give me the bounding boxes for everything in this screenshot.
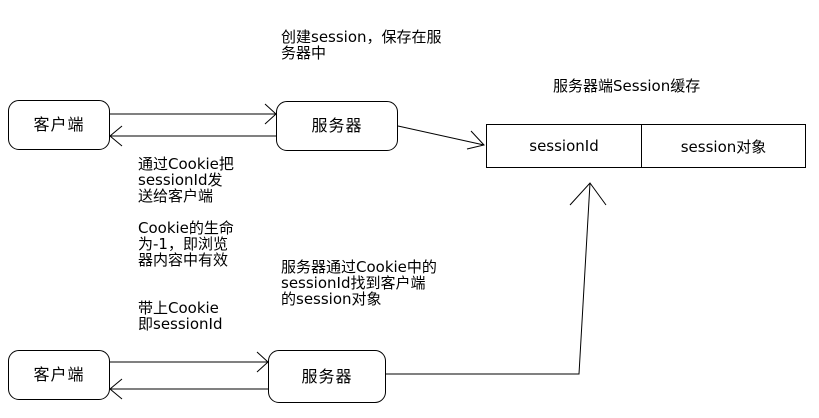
cache-column-session-object: session对象 bbox=[642, 125, 805, 167]
lookup-arrowhead bbox=[569, 182, 607, 206]
top-server-box: 服务器 bbox=[276, 101, 398, 151]
bottom-server-box: 服务器 bbox=[268, 350, 386, 403]
bottom-client-box: 客户端 bbox=[8, 350, 110, 400]
cache-column-session-object-label: session对象 bbox=[680, 137, 767, 156]
cache-title: 服务器端Session缓存 bbox=[553, 77, 701, 95]
bottom-response-arrowhead bbox=[109, 378, 123, 400]
top-server-label: 服务器 bbox=[311, 116, 363, 135]
server-lookup-note: 服务器通过Cookie中的 sessionId找到客户端 的session对象 bbox=[281, 258, 437, 308]
cookie-send-note: 通过Cookie把 sessionId发 送给客户端 bbox=[138, 155, 234, 205]
server-to-cache-arrowhead bbox=[466, 130, 485, 150]
session-cache-table: sessionId session对象 bbox=[486, 124, 806, 168]
bottom-client-label: 客户端 bbox=[33, 365, 85, 384]
top-client-label: 客户端 bbox=[33, 115, 85, 134]
cookie-lifetime-note: Cookie的生命 为-1，即浏览 器内容中有效 bbox=[138, 219, 234, 269]
top-response-arrowhead bbox=[109, 125, 123, 147]
cache-column-sessionid: sessionId bbox=[487, 125, 642, 167]
lookup-arrow-line bbox=[386, 182, 591, 375]
request-with-cookie-note: 带上Cookie 即sessionId bbox=[138, 299, 223, 333]
server-to-cache-arrow-line bbox=[397, 125, 485, 146]
top-client-box: 客户端 bbox=[8, 100, 110, 150]
create-session-note: 创建session，保存在服 务器中 bbox=[281, 28, 442, 62]
bottom-server-label: 服务器 bbox=[301, 366, 353, 386]
cache-column-sessionid-label: sessionId bbox=[529, 137, 599, 155]
